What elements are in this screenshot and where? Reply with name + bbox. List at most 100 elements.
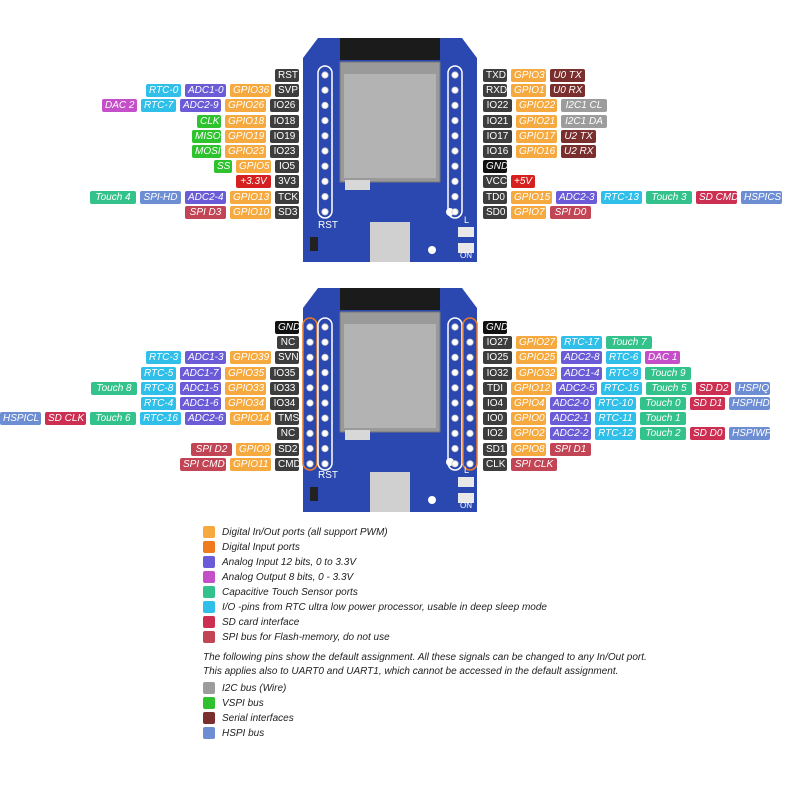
bottom-right-4-rtc-15-function-label: RTC-15 [601,382,642,395]
bottom-right-8-spi-d1-function-label: SPI D1 [550,443,591,456]
top-right-9-gpio7-function-label: GPIO7 [511,206,546,219]
legend-item-row: SPI bus for Flash-memory, do not use [203,630,763,645]
bottom-right-0-gnd-pin-label: GND [483,321,508,334]
pin-hole [451,384,459,392]
bottom-right-6-touch-1-function-label: Touch 1 [640,412,686,425]
pin-hole [451,101,459,110]
bottom-right-6-gpio0-function-label: GPIO0 [511,412,546,425]
top-left-2-io26-pin-label: IO26 [270,99,299,112]
pin-hole [451,86,459,94]
bottom-left-6-sd-clk-function-label: SD CLK [45,412,86,425]
bottom-right-4-tdi-pin-label: TDI [483,382,507,395]
top-left-1-gpio36-function-label: GPIO36 [230,84,271,97]
pin-hole [306,399,314,407]
bottom-right-6-adc2-1-function-label: ADC2-1 [550,412,591,425]
top-right-7-vcc-pin-label: VCC [483,175,507,188]
pin-hole [451,117,459,125]
bottom-right-4-touch-5-function-label: Touch 5 [646,382,692,395]
legend-bus-item-text: Serial interfaces [222,713,294,724]
bottom-right-2-adc2-8-function-label: ADC2-8 [561,351,602,364]
top-left-5-gpio23-function-label: GPIO23 [225,145,266,158]
top-right-2-gpio22-function-label: GPIO22 [516,99,557,112]
top-right-8-sd-cmd-function-label: SD CMD [696,191,738,204]
legend-note-line1: The following pins show the default assi… [203,652,647,663]
bottom-left-7-nc-pin-label: NC [277,427,299,440]
bottom-board [302,288,478,512]
legend-item-text: Digital In/Out ports (all support PWM) [222,527,388,538]
bottom-right-5-gpio4-function-label: GPIO4 [511,397,546,410]
top-left-2-rtc-7-function-label: RTC-7 [141,99,176,112]
legend-item-swatch [203,631,215,643]
top-left-1-adc1-0-function-label: ADC1-0 [185,84,226,97]
top-left-1-svp-pin-label: SVP [275,84,299,97]
bottom-left-6-touch-6-function-label: Touch 6 [90,412,136,425]
pin-hole [321,399,329,407]
legend-item-swatch [203,616,215,628]
bottom-left-2-svn-pin-label: SVN [275,351,299,364]
pin-hole [451,132,459,140]
legend-note: The following pins show the default assi… [203,651,763,679]
top-right-7--5v-function-label: +5V [511,175,535,188]
bottom-right-1-io27-pin-label: IO27 [483,336,512,349]
top-left-8-adc2-4-function-label: ADC2-4 [185,191,226,204]
bottom-left-6-tms-pin-label: TMS [275,412,299,425]
bottom-left-4-gpio33-function-label: GPIO33 [225,382,266,395]
bottom-left-5-gpio34-function-label: GPIO34 [225,397,266,410]
pin-hole [321,147,329,155]
bottom-right-7-touch-2-function-label: Touch 2 [640,427,686,440]
bottom-left-8-spi-d2-function-label: SPI D2 [191,443,232,456]
pin-hole [306,414,314,422]
pin-hole [321,208,329,216]
bottom-left-9-gpio11-function-label: GPIO11 [230,458,271,471]
pin-hole [321,414,329,422]
bottom-left-3-adc1-7-function-label: ADC1-7 [180,367,221,380]
legend-item-text: Capacitive Touch Sensor ports [222,587,358,598]
top-right-4-u2-tx-function-label: U2 TX [561,130,596,143]
top-left-3-clk-function-label: CLK [197,115,221,128]
legend-bus-item-row: Serial interfaces [203,711,763,726]
pin-hole [306,444,314,453]
bottom-right-2-rtc-6-function-label: RTC-6 [606,351,641,364]
top-left-6-gpio5-function-label: GPIO5 [236,160,271,173]
legend-item-row: I/O -pins from RTC ultra low power proce… [203,600,763,615]
legend-bus-item-row: VSPI bus [203,696,763,711]
bottom-left-8-gpio9-function-label: GPIO9 [236,443,271,456]
top-right-8-gpio15-function-label: GPIO15 [511,191,552,204]
legend-bus-item-swatch [203,697,215,709]
pin-hole [466,384,474,392]
bottom-left-9-spi-cmd-function-label: SPI CMD [180,458,226,471]
legend-bus-item-swatch [203,682,215,694]
pin-holes [306,71,474,468]
bottom-right-3-adc1-4-function-label: ADC1-4 [561,367,602,380]
bottom-right-4-adc2-5-function-label: ADC2-5 [556,382,597,395]
legend-item-swatch [203,556,215,568]
bottom-right-5-hspihd-function-label: HSPIHD [729,397,770,410]
top-left-1-rtc-0-function-label: RTC-0 [146,84,181,97]
bottom-right-7-sd-d0-function-label: SD D0 [690,427,725,440]
legend-item-row: Analog Output 8 bits, 0 - 3.3V [203,570,763,585]
bottom-left-2-rtc-3-function-label: RTC-3 [146,351,181,364]
legend-bus-item-text: VSPI bus [222,698,264,709]
bottom-right-3-rtc-9-function-label: RTC-9 [606,367,641,380]
top-left-5-mosi-function-label: MOSI [192,145,221,158]
top-right-1-gpio1-function-label: GPIO1 [511,84,546,97]
top-right-4-gpio17-function-label: GPIO17 [516,130,557,143]
pin-hole [321,444,329,453]
pin-hole [321,86,329,94]
pin-hole [321,353,329,361]
legend-items: Digital In/Out ports (all support PWM)Di… [203,525,763,645]
top-right-9-spi-d0-function-label: SPI D0 [550,206,591,219]
bottom-left-2-adc1-3-function-label: ADC1-3 [185,351,226,364]
top-left-2-dac-2-function-label: DAC 2 [102,99,137,112]
bottom-left-4-adc1-5-function-label: ADC1-5 [180,382,221,395]
bottom-right-5-adc2-0-function-label: ADC2-0 [550,397,591,410]
bottom-right-2-io25-pin-label: IO25 [483,351,512,364]
bottom-left-5-io34-pin-label: IO34 [270,397,299,410]
top-left-4-io19-pin-label: IO19 [270,130,299,143]
top-right-2-io22-pin-label: IO22 [483,99,512,112]
bottom-left-6-rtc-16-function-label: RTC-16 [140,412,181,425]
boards-illustration: RST L ON RST L ON [302,38,478,512]
top-left-0-rst-pin-label: RST [275,69,299,82]
on-silk: ON [460,251,472,260]
legend-item-text: SD card interface [222,617,300,628]
